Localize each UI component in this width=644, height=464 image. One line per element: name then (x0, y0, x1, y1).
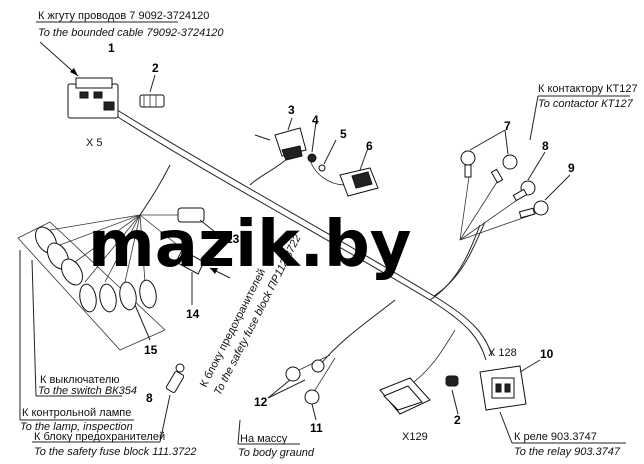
callout-2-top: 2 (152, 61, 159, 75)
ground-terminals-11-12 (267, 359, 325, 421)
label-lamp-ru: К контрольной лампе (22, 407, 131, 419)
connector-x5 (39, 41, 119, 119)
label-lamp-en: To the lamp, inspection (20, 421, 133, 433)
connector-fan-15 (17, 221, 166, 351)
label-ground-en: To body graund (238, 447, 315, 459)
label-top-en: To the bounded cable 79092-3724120 (38, 27, 224, 39)
callout-12: 12 (254, 395, 268, 409)
callout-15: 15 (144, 343, 158, 357)
callout-13: 13 (226, 232, 240, 246)
relay-connector-x128 (479, 359, 541, 411)
label-relay-ru: К реле 903.3747 (514, 431, 597, 443)
parts-13-14 (175, 207, 231, 305)
label-x5: Х 5 (86, 137, 103, 149)
callout-8-bottom: 8 (146, 391, 153, 405)
callout-7: 7 (504, 119, 511, 133)
watermark: mazik.by (88, 208, 411, 282)
label-x128: Х 128 (488, 347, 517, 359)
callout-14: 14 (186, 307, 200, 321)
parts-3-to-6 (254, 117, 379, 197)
callout-3: 3 (288, 103, 295, 117)
callout-8-top: 8 (542, 139, 549, 153)
leader-lines (19, 21, 630, 445)
label-switch-en: To the switch ВК354 (38, 385, 137, 397)
label-relay-en: To the relay 903.3747 (514, 446, 621, 458)
callout-5: 5 (340, 127, 347, 141)
label-contactor-en: To contactor КТ127 (538, 98, 634, 110)
main-harness (49, 107, 541, 396)
label-switch-ru: К выключателю (40, 374, 120, 386)
callout-9: 9 (568, 161, 575, 175)
callout-1: 1 (108, 41, 115, 55)
label-contactor-ru: К контактору КТ127 (538, 83, 638, 95)
label-fuse-block-ru: К блоку предохранителей (34, 431, 165, 443)
label-top-ru: К жгуту проводов 7 9092-3724120 (38, 10, 209, 22)
callout-2-bottom: 2 (454, 413, 461, 427)
callout-10: 10 (540, 347, 554, 361)
callout-6: 6 (366, 139, 373, 153)
connector-x129 (379, 375, 459, 415)
label-fuse-block-en: To the safety fuse block 111.3722 (34, 446, 196, 458)
label-x129: Х129 (402, 431, 428, 443)
callout-11: 11 (310, 421, 323, 435)
callout-4: 4 (312, 113, 319, 127)
terminal-8-bottom (165, 363, 185, 393)
connector-part-2-top (139, 74, 165, 108)
terminals-7-8-9 (460, 129, 571, 219)
label-ground-ru: На массу (240, 433, 288, 445)
